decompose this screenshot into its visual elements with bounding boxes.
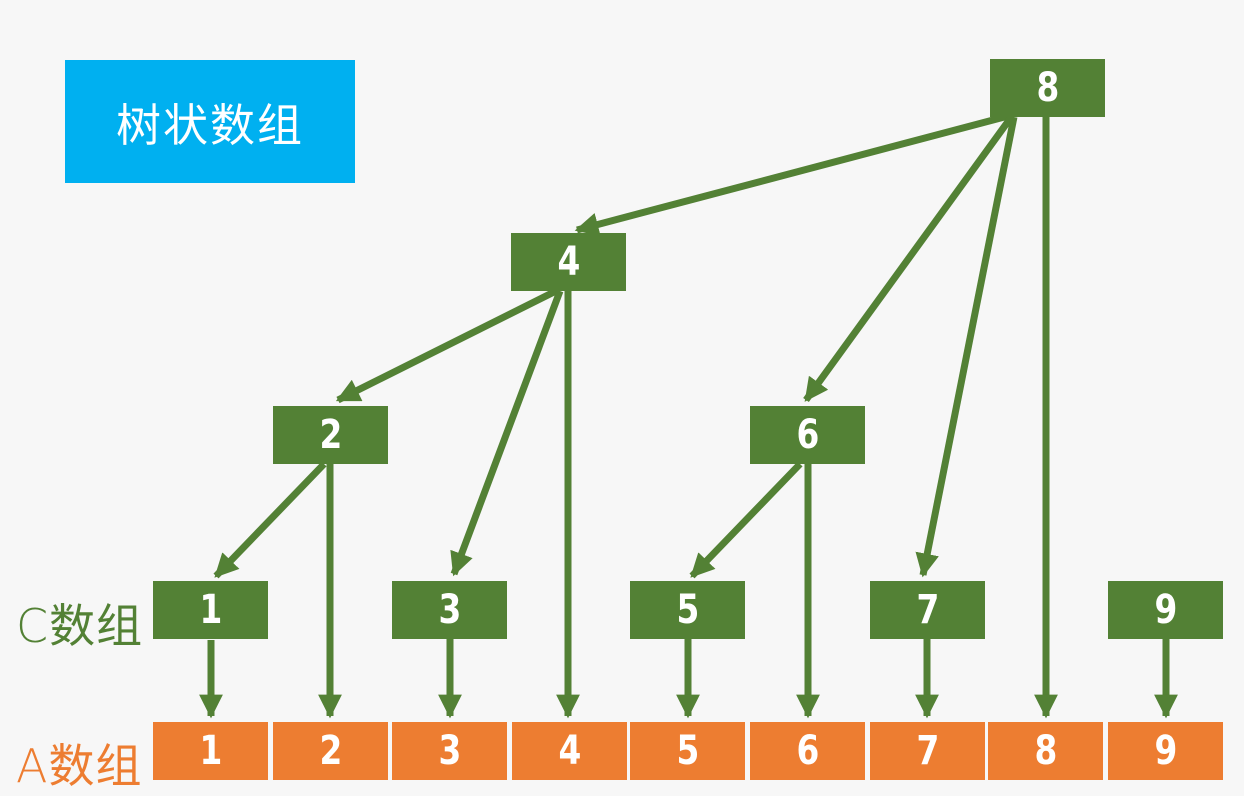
a-cell-2: 2 — [273, 722, 388, 780]
arrow-c4-to-c3 — [450, 289, 564, 577]
a-cell-9: 9 — [1108, 722, 1223, 780]
c-node-5-value: 5 — [676, 587, 699, 633]
c-node-9-value: 9 — [1154, 587, 1177, 633]
arrow-c4-to-c2 — [335, 286, 560, 404]
c-node-7: 7 — [870, 581, 985, 639]
c-node-9: 9 — [1108, 581, 1223, 639]
a-cell-8-value: 8 — [1034, 728, 1057, 774]
c-node-7-value: 7 — [916, 587, 939, 633]
page-title: 树状数组 — [115, 99, 304, 152]
c-node-8-value: 8 — [1036, 65, 1059, 111]
arrow-c2-to-c1 — [213, 461, 327, 579]
a-cell-7-value: 7 — [916, 728, 939, 774]
c-node-3-value: 3 — [438, 587, 461, 633]
arrow-c6-to-c5 — [689, 461, 803, 579]
arrow-c8-to-c7 — [915, 116, 1018, 578]
c-node-2-value: 2 — [319, 412, 342, 458]
arrow-c8-to-c4 — [574, 111, 1013, 237]
c-node-4-value: 4 — [557, 239, 580, 285]
a-array-label: A数组 — [16, 739, 143, 793]
c-node-6-value: 6 — [796, 412, 819, 458]
a-cell-1: 1 — [153, 722, 268, 780]
a-cell-4-value: 4 — [558, 728, 581, 774]
a-cell-6: 6 — [750, 722, 865, 780]
a-cell-7: 7 — [870, 722, 985, 780]
c-node-8: 8 — [990, 59, 1105, 117]
a-cell-4: 4 — [512, 722, 627, 780]
a-cell-5-value: 5 — [676, 728, 699, 774]
c-node-4: 4 — [511, 233, 626, 291]
a-cell-8: 8 — [988, 722, 1103, 780]
a-cell-3-value: 3 — [438, 728, 461, 774]
a-cell-6-value: 6 — [796, 728, 819, 774]
a-cell-9-value: 9 — [1154, 728, 1177, 774]
a-cell-3: 3 — [392, 722, 507, 780]
c-node-2: 2 — [273, 406, 388, 464]
title-box: 树状数组 — [65, 60, 355, 183]
c-node-5: 5 — [630, 581, 745, 639]
c-node-3: 3 — [392, 581, 507, 639]
a-cell-5: 5 — [630, 722, 745, 780]
c-node-6: 6 — [750, 406, 865, 464]
arrow-c8-to-c6 — [803, 113, 1015, 403]
c-node-1: 1 — [153, 581, 268, 639]
c-node-1-value: 1 — [199, 587, 222, 633]
a-cell-1-value: 1 — [199, 728, 222, 774]
c-array-label: C数组 — [16, 599, 144, 653]
a-cell-2-value: 2 — [319, 728, 342, 774]
